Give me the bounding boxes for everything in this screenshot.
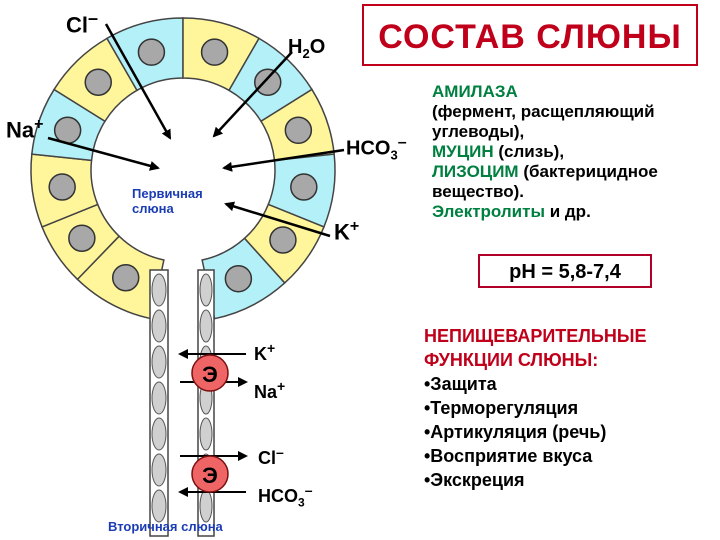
lysozyme-note-1: (бактерицидное [523,162,658,181]
electrolytes-tail: и др. [549,202,591,221]
electrolytes: Электролиты [432,202,545,221]
function-item: •Терморегуляция [424,398,579,418]
duct-cell [151,381,167,415]
function-item: •Защита [424,374,497,394]
duct-epithelium [149,269,215,537]
primary-saliva-label: Первичная слюна [132,186,203,216]
arrow-cl [104,23,172,140]
duct-cell [151,273,167,307]
ion-h2o-o: O [309,36,326,58]
cell-nucleus [68,224,96,252]
ion-h2o: H2O [288,36,325,61]
lysozyme-note-2: вещество). [432,182,525,201]
duct-cell [151,453,167,487]
arrow-k [224,201,331,238]
duct-ion-hco3-charge: – [304,482,313,498]
function-item: •Экскреция [424,470,525,490]
cell-nucleus [284,116,313,145]
duct-ion-hco3-symbol: HCO [258,486,298,506]
duct-cell [199,489,213,523]
cell-nucleus [269,226,297,254]
ion-na-symbol: Na [6,117,35,143]
duct-ion-hco3-sub: 3 [298,495,305,510]
functions-list: НЕПИЩЕВАРИТЕЛЬНЫЕ ФУНКЦИИ СЛЮНЫ: •Защита… [424,324,646,492]
cell-nucleus [137,38,166,66]
lysozyme: ЛИЗОЦИМ [432,162,519,181]
cell-nucleus [224,264,253,293]
cell-nucleus [200,38,229,66]
function-item: •Артикуляция (речь) [424,422,607,442]
title-box: СОСТАВ СЛЮНЫ [362,4,698,66]
functions-heading-1: НЕПИЩЕВАРИТЕЛЬНЫЕ [424,326,647,346]
mucin-line: МУЦИН (слизь), [432,142,658,162]
amylase: АМИЛАЗА [432,82,518,101]
cell-nucleus [84,68,113,96]
cell-nucleus [111,263,140,292]
ion-cl-top: Cl– [66,8,98,38]
ion-h2o-sub: 2 [302,46,310,61]
ion-k-charge: + [349,218,360,235]
ion-na-charge: + [34,116,44,133]
composition-list: АМИЛАЗА (фермент, расщепляющий углеводы)… [432,82,658,222]
duct-ion-k-symbol: K [254,344,267,364]
amylase-note-1: (фермент, расщепляющий [432,102,655,121]
cell-nucleus [290,173,318,201]
amylase-note-2: углеводы), [432,122,525,141]
ion-hco3: HCO3– [346,134,407,163]
duct-cell-1: Э [191,354,229,392]
ion-k: K+ [334,218,359,245]
duct-ion-na: Na+ [254,378,285,403]
functions-heading-2: ФУНКЦИИ СЛЮНЫ: [424,350,599,370]
duct-cell-2: Э [191,455,229,493]
ion-h2o-h: H [288,36,303,58]
duct-ion-na-symbol: Na [254,382,278,402]
electrolytes-line: Электролиты и др. [432,202,658,222]
duct-ion-cl-symbol: Cl [258,448,276,468]
cell-nucleus [253,68,282,96]
lysozyme-line: ЛИЗОЦИМ (бактерицидное [432,162,658,182]
cell-nucleus [48,173,76,201]
ion-hco3-symbol: HCO [346,137,391,160]
mucin: МУЦИН [432,142,494,161]
duct-cell [199,417,213,451]
duct-ion-na-charge: + [277,378,286,394]
duct-cell [151,417,167,451]
ion-k-symbol: K [334,219,350,245]
mucin-note: (слизь), [498,142,565,161]
ph-value: рН = 5,8-7,4 [509,261,621,283]
duct-cell [151,489,167,523]
ion-hco3-sub: 3 [390,147,398,163]
primary-saliva-line-1: Первичная [132,186,203,201]
duct-cell-1-label: Э [202,362,218,387]
duct-cell [199,273,213,307]
ion-hco3-charge: – [397,134,407,151]
ion-na: Na+ [6,116,43,143]
arrow-h2o [212,51,293,138]
duct-cell-2-label: Э [202,463,218,488]
acinus-cells [30,17,336,320]
cell-nucleus [53,116,82,145]
arrow-na [47,136,160,171]
ph-box: рН = 5,8-7,4 [478,254,652,288]
duct-cell [151,345,167,379]
function-item: •Восприятие вкуса [424,446,593,466]
arrow-hco3 [222,148,345,172]
duct-ion-cl-charge: – [276,444,284,460]
duct-ion-k: K+ [254,340,275,365]
secondary-saliva-label: Вторичная слюна [108,519,223,534]
duct-ion-cl: Cl– [258,444,284,469]
duct-cell [151,309,167,343]
duct-ion-hco3: HCO3– [258,482,312,510]
duct-ion-k-charge: + [267,340,276,356]
page-title: СОСТАВ СЛЮНЫ [378,18,682,56]
ion-cl-top-charge: – [88,8,99,28]
duct-cell [199,309,213,343]
primary-saliva-line-2: слюна [132,201,174,216]
ion-cl-top-symbol: Cl [66,12,88,38]
